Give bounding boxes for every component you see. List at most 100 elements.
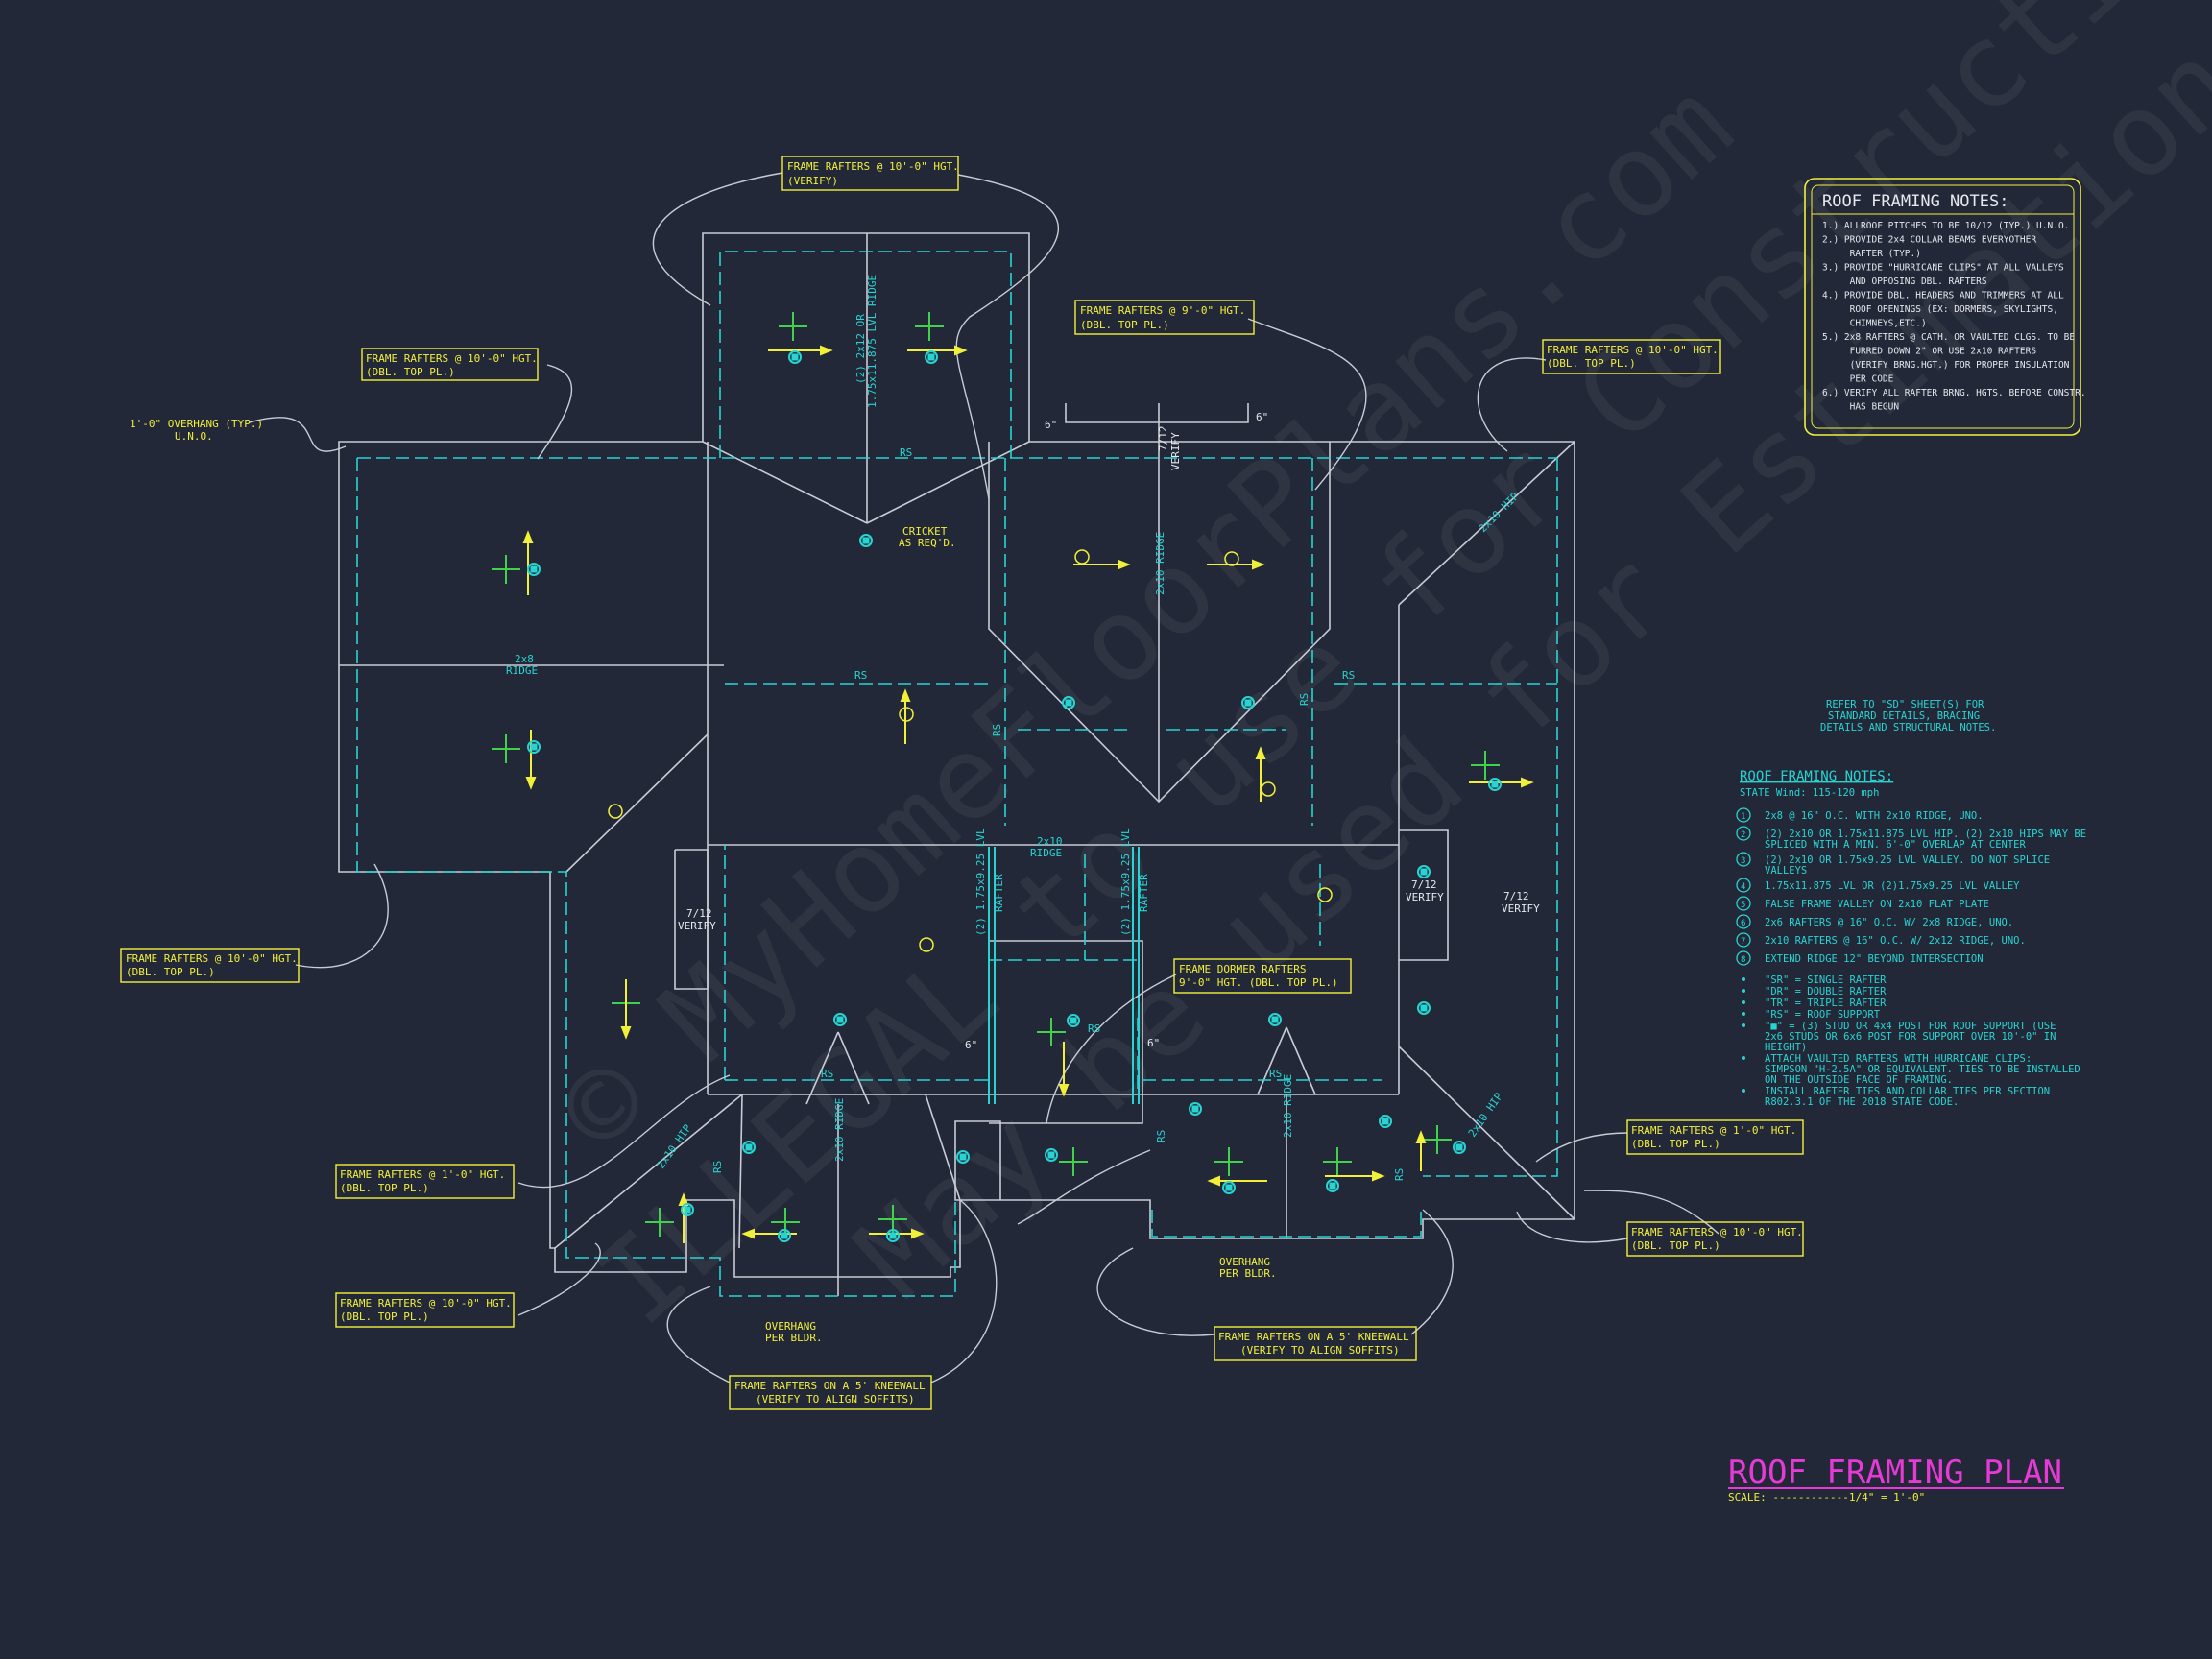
callout-left-mid: FRAME RAFTERS @ 10'-0" HGT. (DBL. TOP PL… [120, 948, 300, 983]
numbered-note-line: 1.75x11.875 LVL OR (2)1.75x9.25 LVL VALL… [1765, 880, 2020, 892]
overhang-typ-label: 1'-0" OVERHANG (TYP.) [130, 418, 263, 430]
dim-6-dormer-left: 6" [965, 1039, 977, 1051]
roof-outline [338, 232, 1575, 1296]
dashed-framing-lines [356, 251, 1558, 1297]
bullet-note-line: HEIGHT) [1765, 1042, 1807, 1053]
bullet-dot [1742, 1023, 1745, 1027]
numbered-note-line: 2x6 RAFTERS @ 16" O.C. W/ 2x8 RIDGE, UNO… [1765, 917, 2013, 928]
bullet-note-line: "DR" = DOUBLE RAFTER [1765, 986, 1887, 998]
note-number-circle [1736, 826, 1751, 841]
notes-box-line: 6.) VERIFY ALL RAFTER BRNG. HGTS. BEFORE… [1822, 388, 2086, 398]
ridge-vert-bottom-left: 2x10 RIDGE [833, 1098, 846, 1162]
rs-label-vert-left: RS [991, 724, 1003, 736]
ridge-2x10-center-2: RIDGE [1030, 847, 1062, 859]
callout-kneewall-right: FRAME RAFTERS ON A 5' KNEEWALL (VERIFY T… [1214, 1326, 1417, 1361]
bullet-note-line: R802.3.1 OF THE 2018 STATE CODE. [1765, 1096, 1959, 1108]
note-number-circle [1736, 852, 1751, 867]
notes-box-line: 3.) PROVIDE "HURRICANE CLIPS" AT ALL VAL… [1822, 263, 2064, 274]
callout-top-left-line2: (DBL. TOP PL.) [366, 366, 455, 378]
verify-far-right-pitch: 7/12 [1503, 890, 1529, 902]
rs-label-bottom-right: RS [1269, 1068, 1282, 1080]
overhang-per-bldr-right: OVERHANG [1219, 1256, 1270, 1268]
bullet-note-line: ATTACH VAULTED RAFTERS WITH HURRICANE CL… [1765, 1053, 2032, 1065]
numbered-note-line: SPLICED WITH A MIN. 6'-0" OVERLAP AT CEN… [1765, 839, 2027, 851]
numbered-note-line: 2x10 RAFTERS @ 16" O.C. W/ 2x12 RIDGE, U… [1765, 935, 2026, 947]
notes-box-line: FURRED DOWN 2" OR USE 2x10 RAFTERS [1822, 347, 2036, 357]
rs-label-right: RS [1342, 669, 1355, 682]
callout-kneewall-left-line1: FRAME RAFTERS ON A 5' KNEEWALL [734, 1380, 926, 1392]
callout-kneewall-right-line2: (VERIFY TO ALIGN SOFFITS) [1240, 1344, 1400, 1357]
callout-dormer-line2: 9'-0" HGT. (DBL. TOP PL.) [1179, 976, 1338, 989]
verify-right-pitch: 7/12 [1411, 878, 1437, 891]
callout-right-10ft-line1: FRAME RAFTERS @ 10'-0" HGT. [1631, 1226, 1803, 1238]
numbered-note-line: EXTEND RIDGE 12" BEYOND INTERSECTION [1765, 953, 1984, 965]
callout-top-left: FRAME RAFTERS @ 10'-0" HGT. (DBL. TOP PL… [361, 348, 539, 381]
cyan-roof-framing-notes: ROOF FRAMING NOTES: STATE Wind: 115-120 … [1736, 769, 2086, 1108]
callout-dormer: FRAME DORMER RAFTERS 9'-0" HGT. (DBL. TO… [1173, 958, 1352, 994]
verify-left-label: VERIFY [678, 920, 716, 932]
callout-right-10ft-line2: (DBL. TOP PL.) [1631, 1239, 1720, 1252]
callout-dormer-line1: FRAME DORMER RAFTERS [1179, 963, 1306, 975]
notes-box-line: AND OPPOSING DBL. RAFTERS [1822, 276, 1987, 287]
rs-label-vert-bottom-left: RS [711, 1161, 724, 1173]
bullet-note-line: "RS" = ROOF SUPPORT [1765, 1009, 1881, 1021]
bullet-note-line: "■" = (3) STUD OR 4x4 POST FOR ROOF SUPP… [1765, 1021, 2056, 1032]
overhang-per-bldr-left-2: PER BLDR. [765, 1332, 823, 1344]
bullet-dot [1742, 1089, 1745, 1093]
note-number: 6 [1741, 919, 1745, 928]
refer-note-line2: STANDARD DETAILS, BRACING [1828, 710, 1980, 722]
bullet-dot [1742, 989, 1745, 993]
callout-center-9ft-line1: FRAME RAFTERS @ 9'-0" HGT. [1080, 304, 1245, 317]
cricket-label: CRICKET [902, 525, 948, 538]
refer-note-line3: DETAILS AND STRUCTURAL NOTES. [1820, 722, 1996, 733]
callout-right-1ft-line2: (DBL. TOP PL.) [1631, 1138, 1720, 1150]
notes-box-header: ROOF FRAMING NOTES: [1822, 192, 2008, 211]
notes-box-line: CHIMNEYS,ETC.) [1822, 319, 1927, 329]
rs-label-vert-bottom-right: RS [1393, 1168, 1406, 1181]
numbered-note-line: FALSE FRAME VALLEY ON 2x10 FLAT PLATE [1765, 899, 1989, 910]
note-number: 8 [1741, 955, 1745, 965]
notes-box-line: HAS BEGUN [1822, 402, 1899, 413]
bullet-note-line: "SR" = SINGLE RAFTER [1765, 974, 1887, 986]
cricket-label-2: AS REQ'D. [899, 537, 956, 549]
cyan-notes-wind: STATE Wind: 115-120 mph [1740, 787, 1879, 799]
note-number-circle [1736, 878, 1751, 893]
note-number: 2 [1741, 830, 1745, 840]
bullet-note-line: 2x6 STUDS OR 6x6 POST FOR SUPPORT OVER 1… [1765, 1031, 2056, 1043]
drawing-title: ROOF FRAMING PLAN SCALE: ------------1/4… [1728, 1454, 2064, 1503]
note-number-circle [1736, 914, 1751, 929]
verify-top-pitch: 7/12 [1157, 426, 1169, 452]
dim-6-left: 6" [1045, 419, 1057, 431]
notes-box-line: 4.) PROVIDE DBL. HEADERS AND TRIMMERS AT… [1822, 291, 2064, 301]
rs-label-top: RS [900, 446, 912, 459]
ridge-2x8-label-2: RIDGE [506, 664, 538, 677]
rs-label-mid: RS [854, 669, 867, 682]
callout-bottom-left-1: FRAME RAFTERS @ 1'-0" HGT. (DBL. TOP PL.… [335, 1164, 515, 1199]
dim-6-right: 6" [1256, 411, 1268, 423]
bullet-note-line: SIMPSON "H-2.5A" OR EQUIVALENT. TIES TO … [1765, 1064, 2080, 1075]
notes-box-line: 2.) PROVIDE 2x4 COLLAR BEAMS EVERYOTHER [1822, 235, 2036, 246]
verify-left-pitch: 7/12 [686, 907, 712, 920]
overhang-per-bldr-right-2: PER BLDR. [1219, 1267, 1277, 1280]
notes-box-line: 1.) ALLROOF PITCHES TO BE 10/12 (TYP.) U… [1822, 221, 2069, 231]
lvl-rafter-right-2: RAFTER [1138, 874, 1150, 912]
lvl-rafter-right: (2) 1.75x9.25 LVL [1119, 828, 1132, 936]
callout-bottom-left-2-line2: (DBL. TOP PL.) [340, 1310, 429, 1323]
ridge-2x10-vertical: 2x10 RIDGE [1154, 532, 1166, 595]
callout-bottom-left-2-line1: FRAME RAFTERS @ 10'-0" HGT. [340, 1297, 512, 1310]
callout-top-right-line1: FRAME RAFTERS @ 10'-0" HGT. [1547, 344, 1719, 356]
callout-bottom-left-1-line2: (DBL. TOP PL.) [340, 1182, 429, 1194]
ridge-vert-bottom-right: 2x10 RIDGE [1282, 1074, 1294, 1138]
callout-bottom-left-2: FRAME RAFTERS @ 10'-0" HGT. (DBL. TOP PL… [335, 1292, 515, 1328]
lvl-rafter-left-2: RAFTER [993, 874, 1005, 912]
callout-left-mid-line1: FRAME RAFTERS @ 10'-0" HGT. [126, 952, 298, 965]
bullet-note-line: "TR" = TRIPLE RAFTER [1765, 998, 1887, 1009]
notes-box-line: 5.) 2x8 RAFTERS @ CATH. OR VAULTED CLGS.… [1822, 332, 2075, 343]
notes-box-line: RAFTER (TYP.) [1822, 249, 1921, 259]
rs-label-dormer: RS [1088, 1022, 1100, 1035]
note-number-circle [1736, 932, 1751, 948]
notes-box-line: ROOF OPENINGS (EX: DORMERS, SKYLIGHTS, [1822, 304, 2058, 315]
callout-kneewall-left: FRAME RAFTERS ON A 5' KNEEWALL (VERIFY T… [729, 1375, 932, 1410]
callout-top-center: FRAME RAFTERS @ 10'-0" HGT. (VERIFY) [781, 156, 959, 191]
verify-right-label: VERIFY [1406, 891, 1444, 903]
